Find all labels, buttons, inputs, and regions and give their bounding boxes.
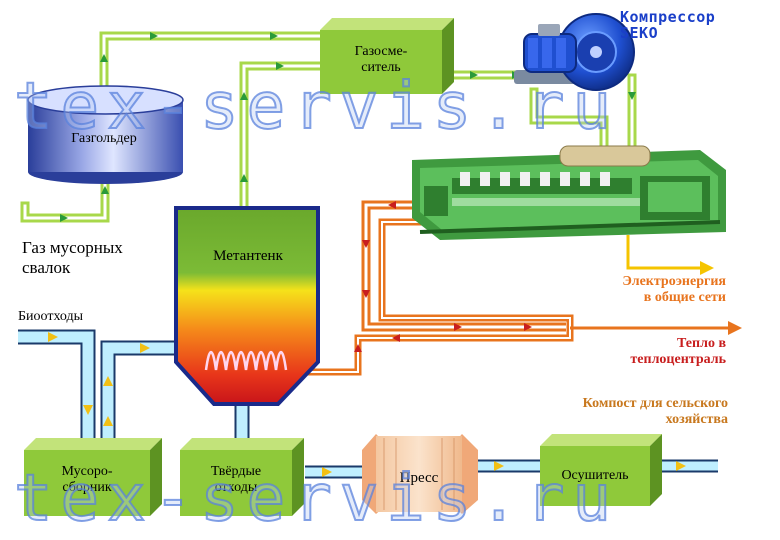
press-label: Пресс xyxy=(399,470,439,486)
landfill-gas-label-line2: свалок xyxy=(22,257,71,277)
compost-output-label: Компост для сельского хозяйства xyxy=(583,396,728,428)
gas-pipe-landfill-inlet xyxy=(20,177,110,223)
flow-arrow xyxy=(270,32,278,40)
flow-arrow xyxy=(494,461,504,471)
gasholder-tank xyxy=(27,85,184,184)
electricity-output-label-line1: Электроэнергия xyxy=(622,274,726,289)
landfill-gas-label: Газ мусорных свалок xyxy=(22,238,123,277)
gasholder-label: Газгольдер xyxy=(71,131,137,146)
waste-pipe-collector-to-digester xyxy=(100,340,178,442)
waste-collector-label: Мусоро- сборник xyxy=(26,464,148,496)
dryer-label: Осушитель xyxy=(561,468,629,483)
heat-output-label-line2: теплоцентраль xyxy=(630,352,726,368)
flow-arrow xyxy=(101,186,109,194)
flow-arrow xyxy=(322,467,332,477)
waste-pipe-biowaste-inlet xyxy=(18,329,96,442)
flow-arrow xyxy=(240,174,248,182)
heating-coil-icon xyxy=(204,350,288,371)
flow-arrow xyxy=(100,54,108,62)
compressor-motor-icon xyxy=(514,13,635,91)
flow-arrow xyxy=(83,405,93,415)
gas-mixer-block xyxy=(320,18,454,94)
flow-arrow xyxy=(454,323,462,331)
flow-arrow xyxy=(388,201,396,209)
compost-output-label-line1: Компост для сельского xyxy=(582,396,728,411)
gas-mixer-label-line2: ситель xyxy=(361,60,401,76)
waste-collector-block xyxy=(24,438,162,516)
compressor-label-line2: SEKO xyxy=(620,23,659,42)
waste-collector-label-line2: сборник xyxy=(62,480,112,496)
flow-arrow xyxy=(470,71,478,79)
heat-output-label: Тепло в теплоцентраль xyxy=(630,336,726,368)
flow-arrow xyxy=(354,344,362,352)
flow-arrow xyxy=(103,376,113,386)
flow-arrow xyxy=(362,240,370,248)
biowaste-label: Биоотходы xyxy=(18,309,84,324)
gas-mixer-label-line1: Газосме- xyxy=(354,44,408,59)
gas-pipe-compressor-to-engine xyxy=(529,73,637,155)
electricity-output-label: Электроэнергия в общие сети xyxy=(622,274,726,306)
flow-arrow xyxy=(60,214,68,222)
gas-engine-generator xyxy=(412,145,726,240)
flow-arrow xyxy=(628,92,636,100)
press-block xyxy=(362,434,478,514)
electricity-output-label-line2: в общие сети xyxy=(643,290,726,306)
digester-label: Метантенк xyxy=(213,248,283,264)
solid-waste-block xyxy=(180,438,304,516)
flow-arrow xyxy=(48,332,58,342)
flow-arrow xyxy=(392,334,400,342)
heat-pipe-return-to-digester xyxy=(302,218,574,376)
flow-arrow xyxy=(276,62,284,70)
compressor-label: Компрессор SEKO xyxy=(620,8,716,42)
solid-waste-label-line1: Твёрдые xyxy=(210,464,262,479)
flow-arrow xyxy=(676,461,686,471)
heat-output-arrow xyxy=(570,321,742,335)
gas-pipe-network xyxy=(20,31,637,223)
flow-arrow xyxy=(140,343,150,353)
solid-waste-label: Твёрдые отходы xyxy=(182,464,290,496)
compost-output-label-line2: хозяйства xyxy=(665,412,728,428)
flow-arrow xyxy=(150,32,158,40)
flow-arrow xyxy=(362,290,370,298)
gas-pipe-gasholder-to-mixer xyxy=(99,31,325,93)
flow-arrow xyxy=(240,92,248,100)
digester-tank xyxy=(174,206,320,406)
dryer-block xyxy=(540,434,662,506)
gas-mixer-label: Газосме- ситель xyxy=(322,44,440,76)
heat-output-label-line1: Тепло в xyxy=(677,336,726,351)
flow-direction-arrows xyxy=(48,32,686,477)
electric-output-arrow xyxy=(626,235,714,275)
waste-collector-label-line1: Мусоро- xyxy=(61,464,113,479)
gas-pipe-digester-to-mixer xyxy=(239,61,325,211)
landfill-gas-label-line1: Газ мусорных xyxy=(22,238,123,257)
flow-arrow xyxy=(524,323,532,331)
flow-arrow xyxy=(103,416,113,426)
solid-waste-label-line2: отходы xyxy=(214,480,258,496)
compressor-label-line1: Компрессор xyxy=(620,8,716,26)
